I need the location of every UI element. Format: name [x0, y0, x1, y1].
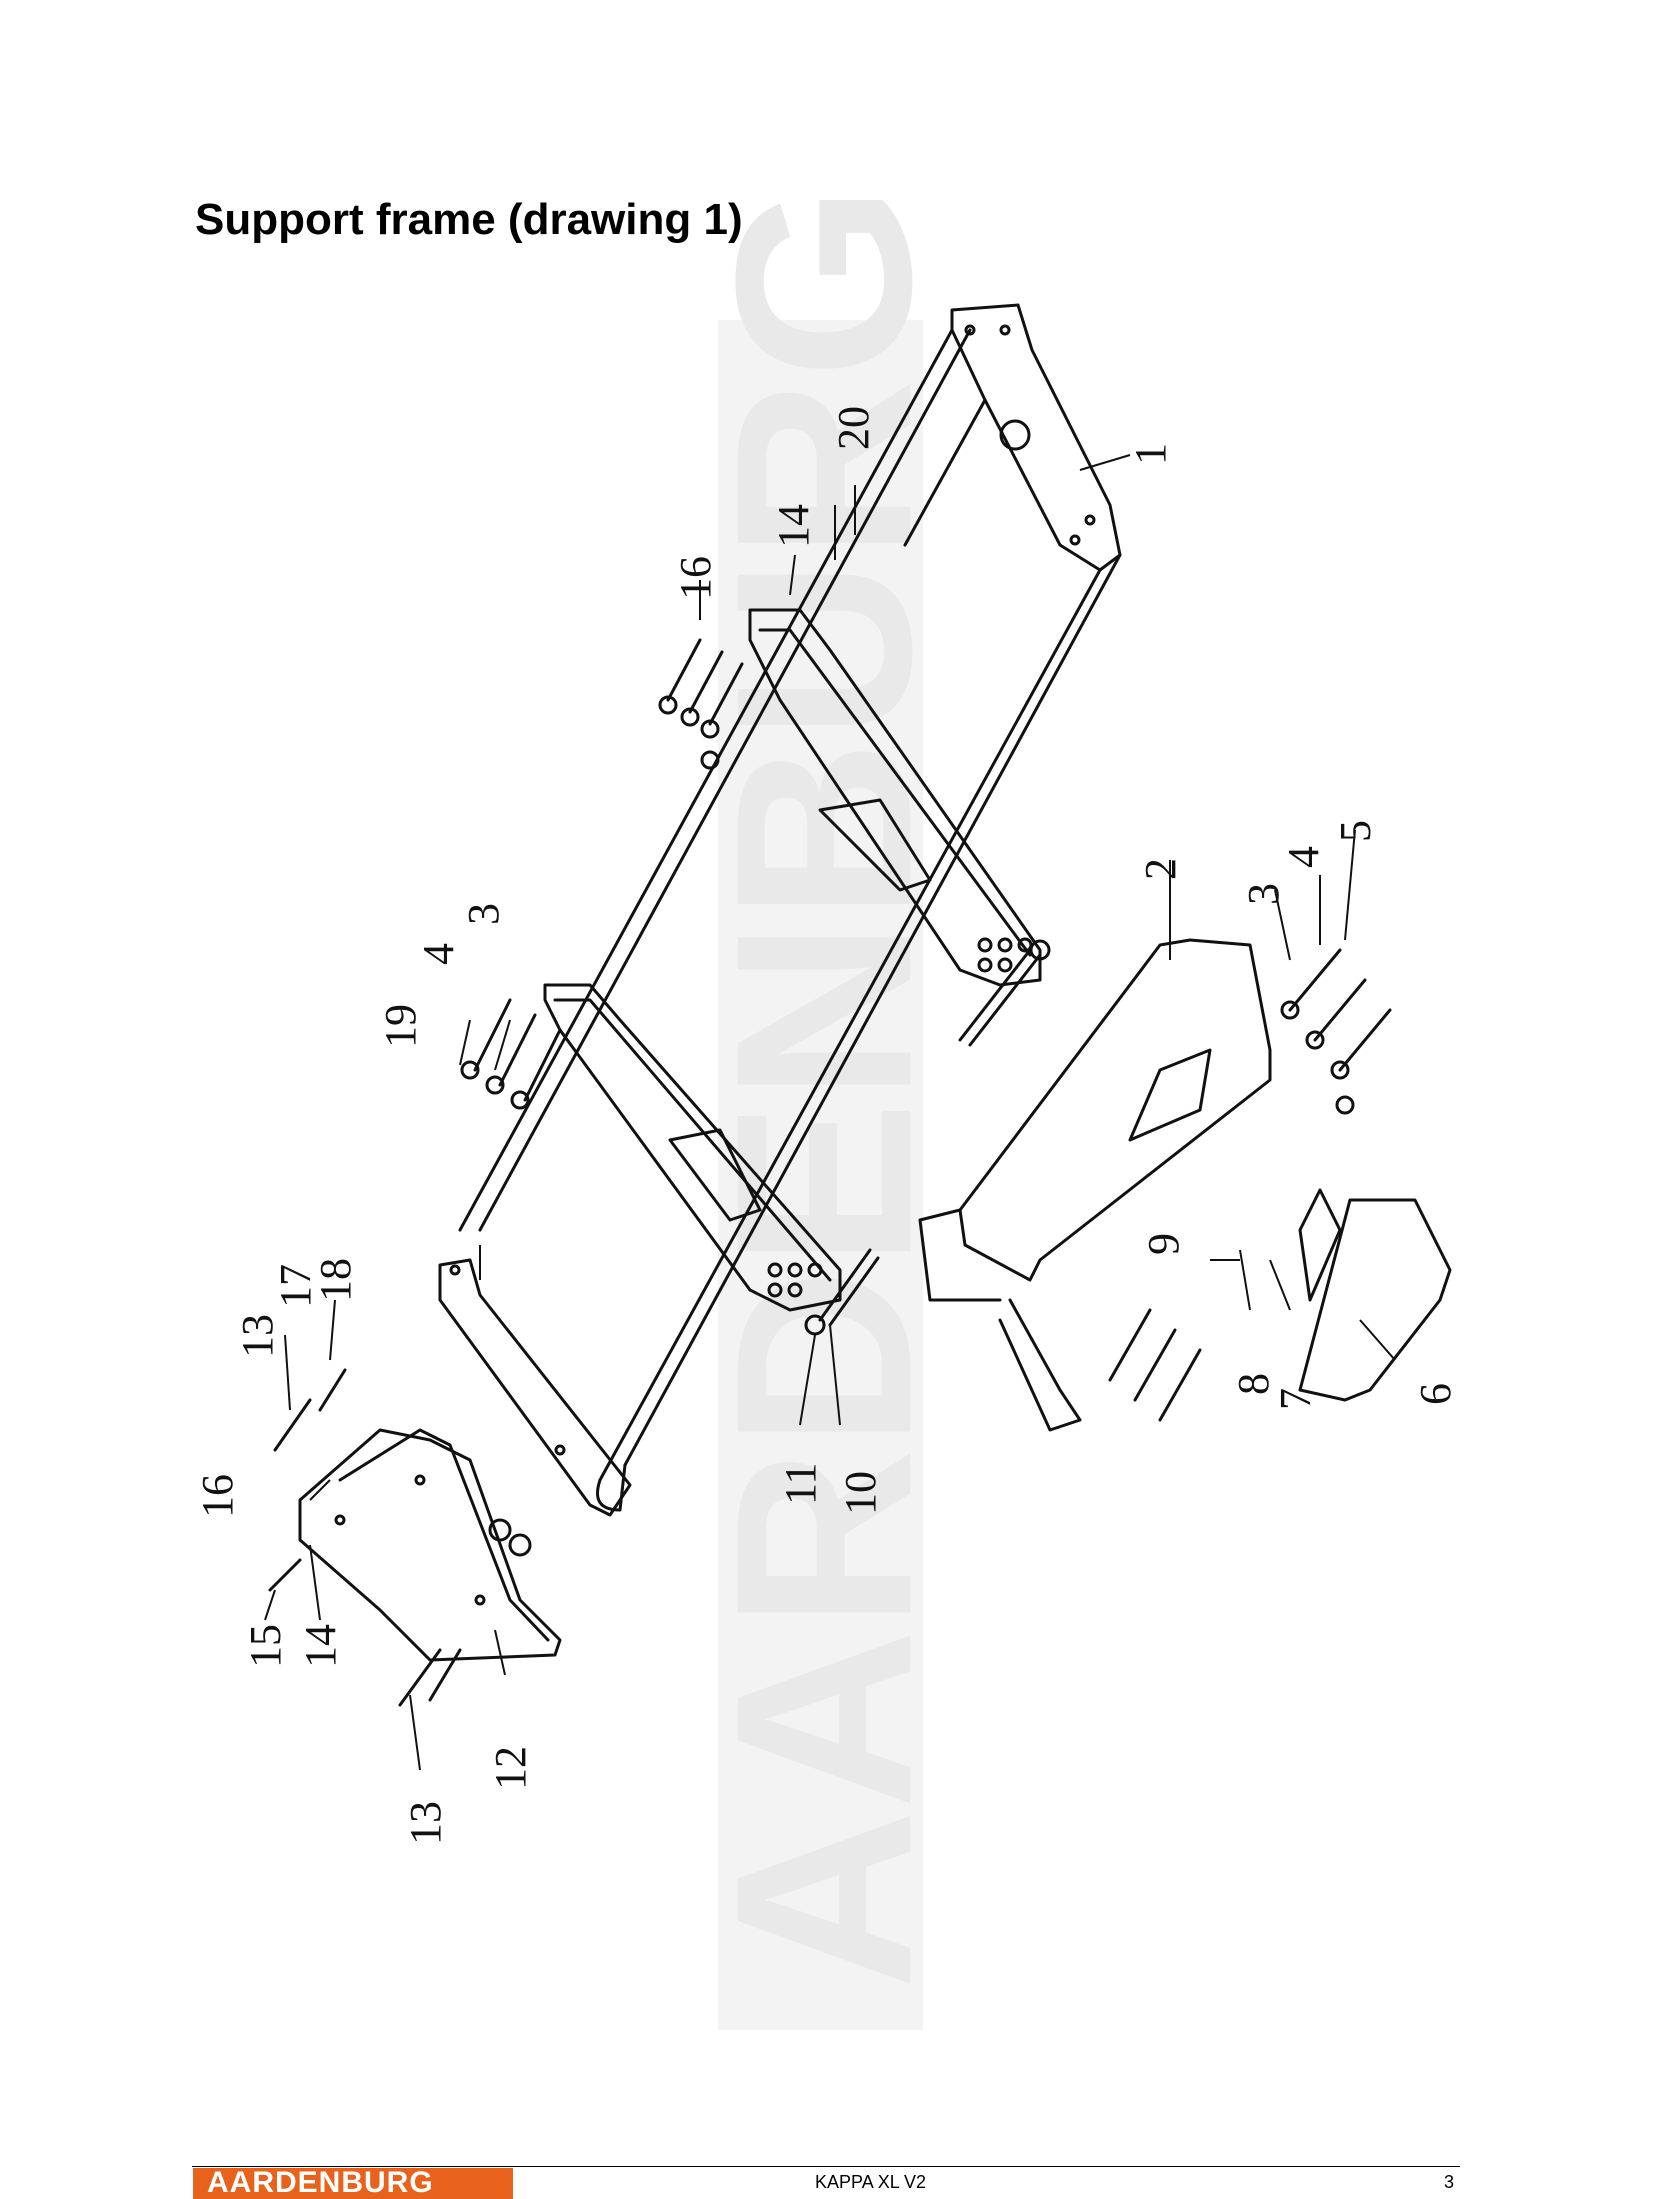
page-number: 3 [1444, 2172, 1455, 2192]
frame-long-tubes [458, 328, 1122, 1512]
bolt-group-mid [460, 998, 562, 1110]
callout-6: 6 [1411, 1383, 1460, 1405]
callout-8: 8 [1229, 1373, 1278, 1395]
callout-3: 3 [1239, 883, 1288, 905]
logo-wordmark: AARDENBURG [207, 2168, 434, 2199]
callout-12: 12 [486, 1746, 535, 1790]
watermark: AARDENBURG [684, 184, 963, 2030]
callout-4: 4 [414, 943, 463, 965]
lower-bracket-pair [543, 983, 842, 1312]
cover-assembly [918, 938, 1272, 1432]
bolt-group-top [658, 638, 744, 770]
footer-rule [192, 2166, 1460, 2167]
company-logo: AARDENBURG [193, 2168, 513, 2199]
leader-lines [264, 454, 1396, 1771]
callout-11: 11 [776, 1463, 825, 1505]
callout-3: 3 [459, 903, 508, 925]
locking-pins [804, 939, 1051, 1336]
callout-16: 16 [671, 556, 720, 600]
callout-19: 19 [376, 1004, 425, 1048]
callout-13: 13 [401, 1801, 450, 1845]
document-id: KAPPA XL V2 [815, 2172, 927, 2192]
callout-2: 2 [1136, 858, 1185, 880]
callout-14: 14 [769, 504, 818, 548]
callout-13: 13 [233, 1314, 282, 1358]
callout-labels: 1 2 3 3 4 4 5 6 7 8 9 10 11 12 13 13 14 … [193, 406, 1460, 1845]
callout-5: 5 [1331, 820, 1380, 842]
callout-20: 20 [829, 406, 878, 450]
watermark-text: AARDENBURG [684, 184, 963, 1990]
side-plate-assembly [268, 1368, 562, 1707]
guard-plate [1298, 1188, 1452, 1402]
callout-9: 9 [1139, 1233, 1188, 1255]
callout-16: 16 [193, 1474, 242, 1518]
callout-15: 15 [241, 1624, 290, 1668]
callout-17: 17 [271, 1264, 320, 1308]
callout-10: 10 [836, 1471, 885, 1515]
callout-1: 1 [1126, 443, 1175, 465]
callout-7: 7 [1271, 1388, 1320, 1410]
callout-14: 14 [296, 1624, 345, 1668]
frame-end-plate [950, 303, 1122, 572]
callout-18: 18 [311, 1258, 360, 1302]
callout-4: 4 [1279, 846, 1328, 868]
page-title: Support frame (drawing 1) [195, 195, 743, 244]
bolt-group-cover [1108, 948, 1392, 1422]
frame-cross-plate [438, 1258, 632, 1517]
